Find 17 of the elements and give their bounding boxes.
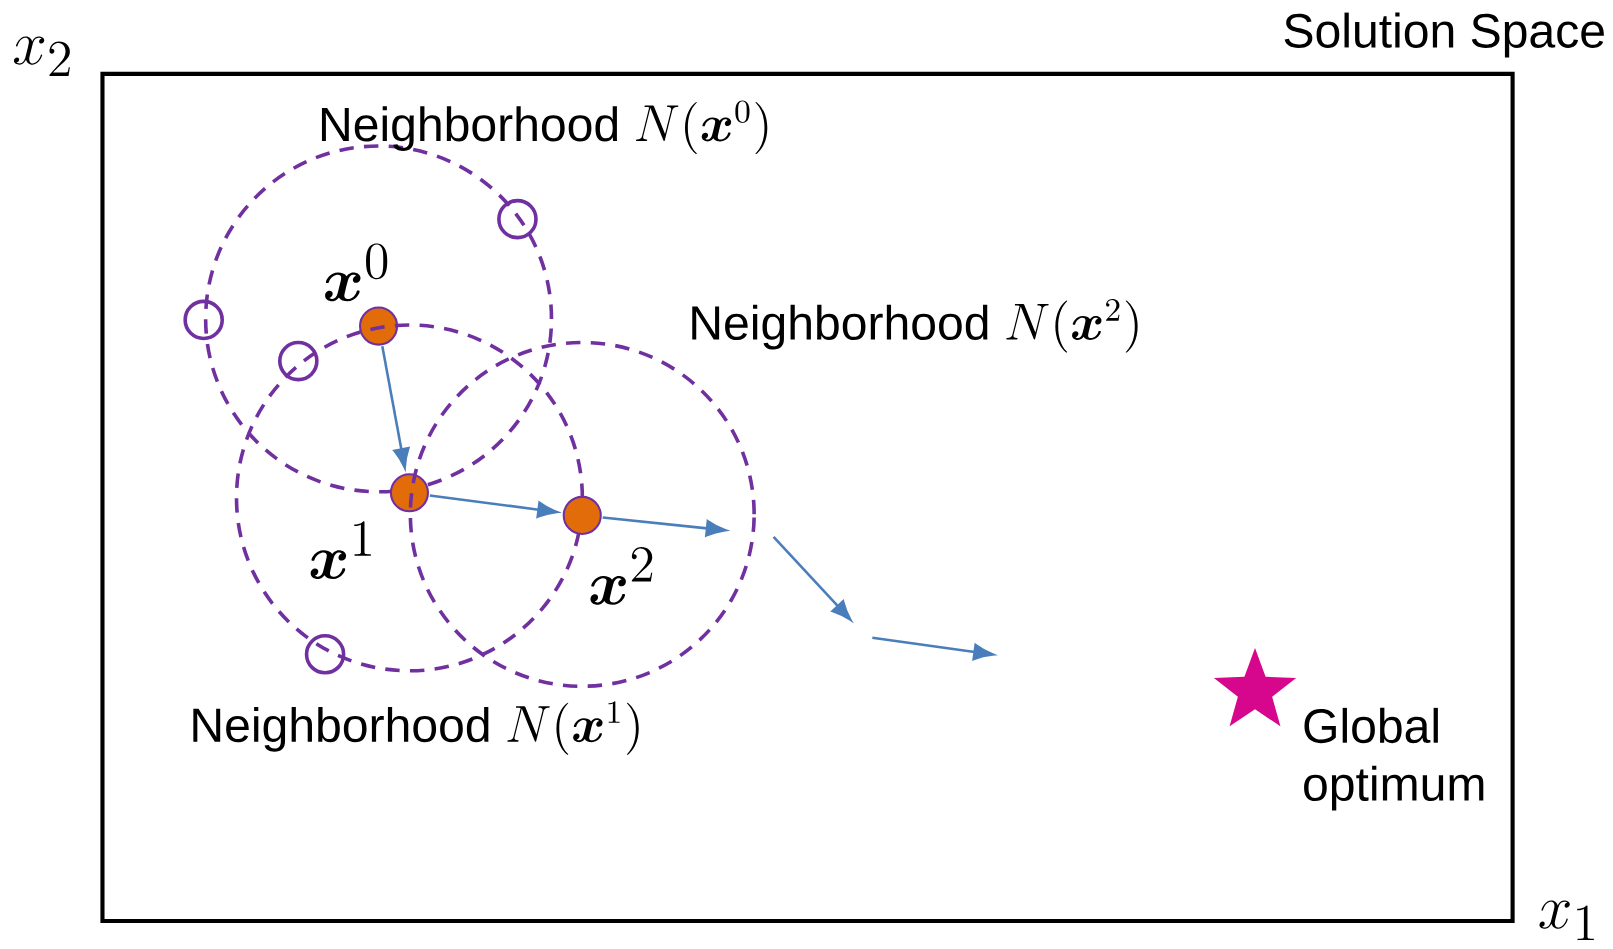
neighbor-circle xyxy=(304,633,346,675)
neighborhood-label: Neighborhood $N(\boldsymbol{x}^2)$ xyxy=(692,298,1138,353)
neighbor-circle xyxy=(497,198,538,240)
neighbor-circle xyxy=(183,299,224,341)
solution-point xyxy=(562,495,602,535)
point-label: $\boldsymbol{x}^0$ xyxy=(325,243,388,301)
neighborhood-label: Neighborhood $N(\boldsymbol{x}^0)$ xyxy=(321,100,768,154)
axis-label: $x_2$ xyxy=(13,36,70,76)
point-label: $\boldsymbol{x}^1$ xyxy=(310,520,371,579)
axis-label: $x_1$ xyxy=(1539,900,1594,940)
neighbor-circle xyxy=(278,340,319,382)
solution-point xyxy=(389,472,429,513)
optimum-label: Global optimum xyxy=(1304,707,1484,811)
point-label: $\boldsymbol{x}^2$ xyxy=(590,546,653,605)
solution-point xyxy=(359,306,399,346)
neighborhood-label: Neighborhood $N(\boldsymbol{x}^1)$ xyxy=(193,700,639,755)
frame-title: Solution Space xyxy=(1284,12,1604,58)
